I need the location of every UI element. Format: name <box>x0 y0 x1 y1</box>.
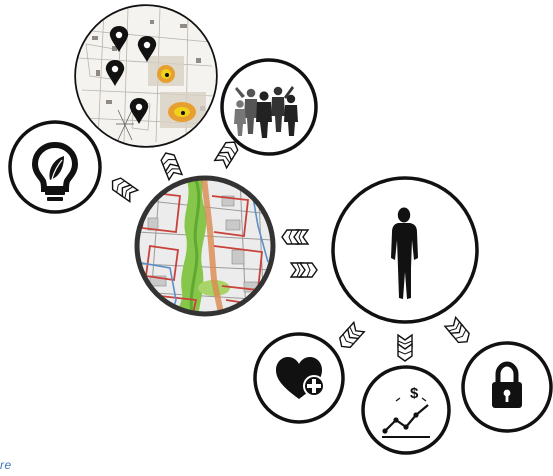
dollar-symbol: $ <box>410 385 419 402</box>
arrow-to-economy-icon <box>397 334 413 362</box>
lightbulb-leaf-icon <box>31 141 79 201</box>
street-map-node <box>134 175 276 317</box>
dollar-trend-icon: $ <box>382 385 430 438</box>
map-pins-icon <box>76 6 216 146</box>
idea-node <box>8 120 102 214</box>
map-pins-node <box>74 4 218 148</box>
heart-plus-icon <box>276 357 325 399</box>
arrow-person-to-map-icon <box>281 229 309 245</box>
people-group-icon <box>235 86 294 134</box>
arrow-to-idea-icon <box>107 174 139 203</box>
padlock-icon <box>492 361 522 408</box>
arrow-to-health-icon <box>335 321 365 352</box>
caption-fragment: re <box>0 458 12 472</box>
people-group-node <box>220 58 318 156</box>
arrow-to-map-pins-icon <box>158 149 183 181</box>
person-silhouette-icon <box>391 207 418 299</box>
security-node <box>461 341 553 433</box>
person-node <box>331 176 479 324</box>
health-node <box>253 332 345 424</box>
arrow-to-security-icon <box>444 316 474 347</box>
street-map-icon <box>137 178 273 314</box>
economy-node: $ <box>361 365 451 455</box>
arrow-map-to-person-icon <box>290 262 318 278</box>
